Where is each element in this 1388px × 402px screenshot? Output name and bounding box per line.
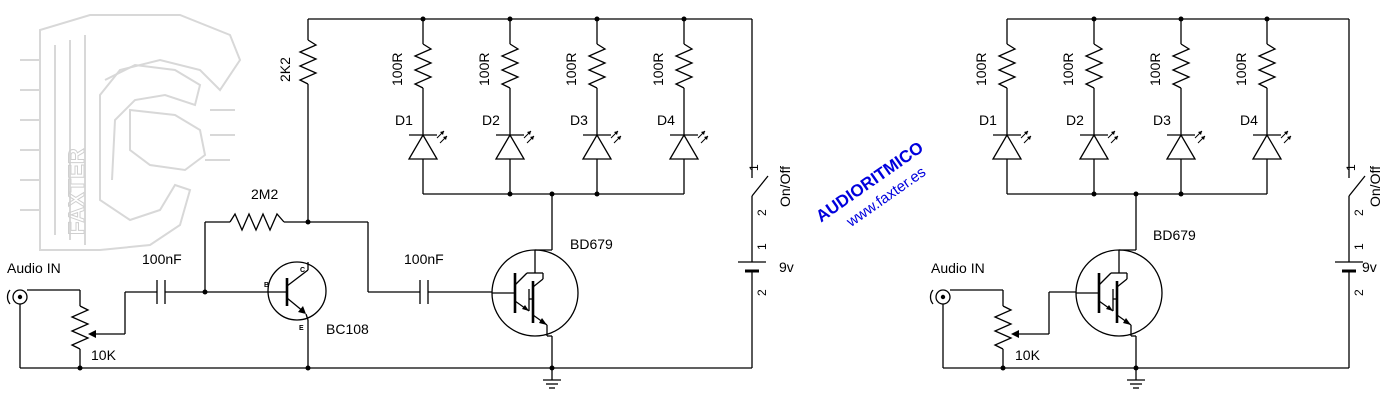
led-res-label: 100R [973,53,989,86]
t1-emitter-label: E [299,325,304,332]
led-res-label: 100R [1060,53,1076,86]
faxter-logo: FAXTER [20,14,242,251]
t-label: BD679 [1153,227,1196,243]
led-label: D2 [1066,112,1084,128]
coupling-capacitor-2: 100nF [404,251,444,304]
input-label: Audio IN [7,260,61,276]
switch-label: On/Off [777,166,793,207]
circuit-1: 1 2 On/Off 1 2 9v 100R D1 [6,16,794,389]
led-label: D3 [570,112,588,128]
battery: 1 2 9v [738,243,794,300]
t1-label: BC108 [326,321,369,337]
led-res-label: 100R [650,53,666,86]
led-branch-3: 100R D3 [1147,19,1206,194]
on-off-switch: 1 2 On/Off [1344,160,1383,252]
switch-pin1: 1 [1344,164,1358,171]
t1-base-label: B [264,282,269,289]
led-res-label: 100R [563,53,579,86]
led-branch-1: 100R D1 [389,19,448,194]
t2-label: BD679 [570,236,613,252]
switch-pin2: 2 [755,209,769,216]
led-res-label: 100R [389,53,405,86]
led-res-label: 100R [1233,53,1249,86]
input-label: Audio IN [931,260,985,276]
led-label: D4 [1240,112,1258,128]
feedback-resistor: 2M2 [204,186,308,292]
bc108-transistor: B C E BC108 [264,261,369,368]
potentiometer: 10K [993,290,1041,368]
feedback-res-label: 2M2 [251,186,278,202]
led-branch-4: 100R D4 [650,19,709,194]
bd679-transistor: BD679 [490,236,613,368]
logo-text: FAXTER [64,148,89,235]
battery-pin2: 2 [1352,289,1366,296]
battery-pin1: 1 [755,243,769,250]
ground-symbol [1127,368,1145,389]
battery-label: 9v [1362,259,1377,275]
led-branch-1: 100R D1 [973,19,1032,194]
led-label: D2 [482,112,500,128]
potentiometer: 10K [70,290,117,368]
switch-label: On/Off [1367,166,1383,207]
t1-collector-label: C [300,267,305,274]
switch-pin1: 1 [747,164,761,171]
pot-label: 10K [1015,347,1041,363]
led-branch-2: 100R D2 [1060,19,1119,194]
battery-pin1: 1 [1352,243,1366,250]
battery-label: 9v [779,259,794,275]
switch-pin2: 2 [1352,209,1366,216]
led-res-label: 100R [476,53,492,86]
battery-pin2: 2 [755,289,769,296]
cap2-label: 100nF [404,251,444,267]
on-off-switch: 1 2 On/Off [747,160,793,252]
led-label: D3 [1153,112,1171,128]
collector-resistor: 2K2 [277,19,318,222]
led-branch-4: 100R D4 [1233,19,1292,194]
coupling-capacitor-1: 100nF [142,251,182,304]
pot-label: 10K [91,347,117,363]
led-label: D4 [657,112,675,128]
led-res-label: 100R [1147,53,1163,86]
circuit-2: 1 2 On/Off 1 2 9v 100R D1 [929,16,1383,389]
audio-input-jack: Audio IN [6,260,80,368]
led-label: D1 [979,112,997,128]
cap1-label: 100nF [142,251,182,267]
led-label: D1 [395,112,413,128]
audio-input-jack: Audio IN [929,260,1003,368]
led-branch-2: 100R D2 [476,19,535,194]
collector-res-label: 2K2 [277,57,293,82]
battery: 1 2 9v [1335,243,1377,300]
ground-symbol [543,368,561,389]
title-block: AUDIORITMICO www.faxter.es [812,138,929,231]
led-branch-3: 100R D3 [563,19,622,194]
bd679-transistor: BD679 [1074,227,1196,368]
